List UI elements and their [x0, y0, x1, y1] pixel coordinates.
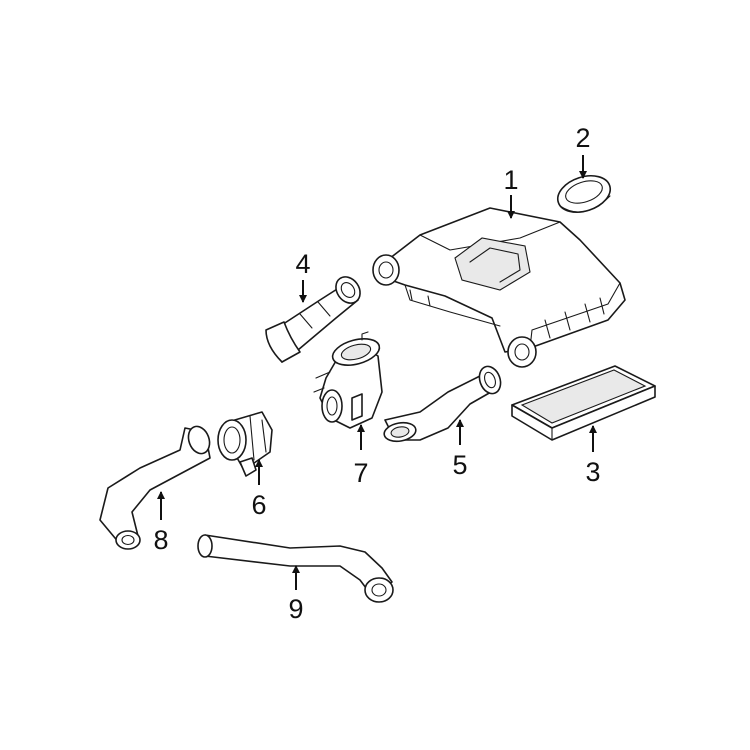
part-2-seal-ring	[556, 175, 612, 213]
part-5-duct	[383, 365, 502, 443]
callout-2: 2	[575, 123, 590, 153]
callout-5: 5	[452, 450, 467, 480]
part-1-air-cleaner-housing	[372, 207, 626, 368]
part-3-filter-element	[511, 365, 656, 441]
callout-6: 6	[251, 490, 266, 520]
part-4-intake-duct	[265, 276, 361, 363]
callout-9: 9	[288, 594, 303, 624]
part-6-hose-coupling	[217, 411, 273, 477]
callout-8: 8	[153, 525, 168, 555]
callout-1: 1	[503, 165, 518, 195]
part-7-throttle-housing	[313, 331, 383, 429]
callout-4: 4	[295, 249, 310, 279]
part-8-bent-hose	[99, 425, 211, 550]
callout-3: 3	[585, 457, 600, 487]
callout-7: 7	[353, 458, 368, 488]
